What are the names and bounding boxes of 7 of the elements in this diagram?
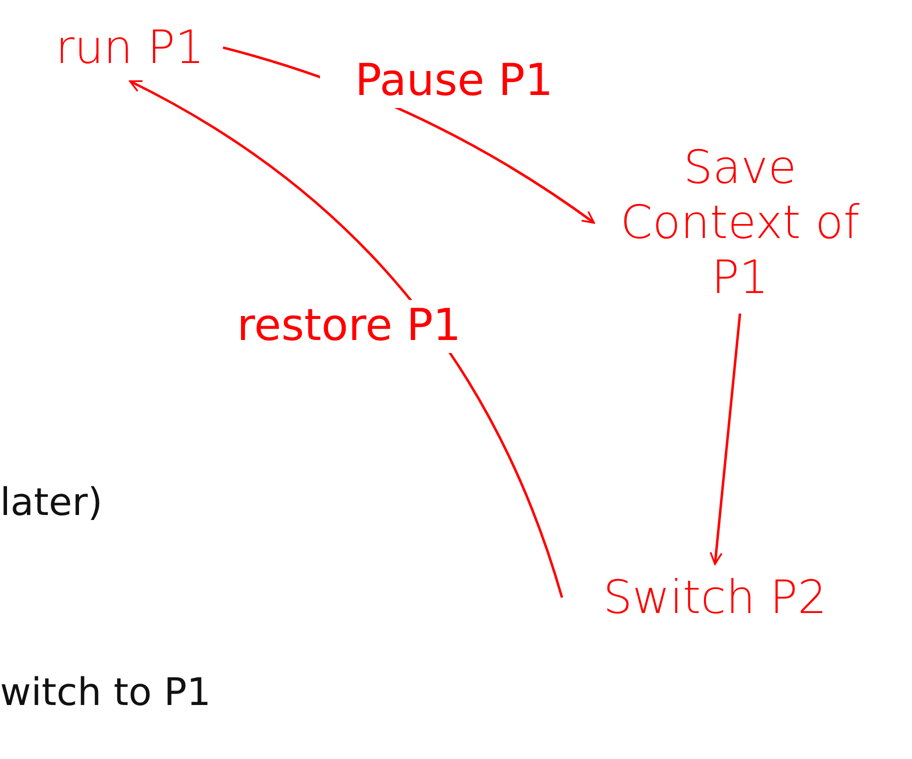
arrow <box>129 80 564 598</box>
arrow <box>710 313 742 565</box>
slide-text: later) <box>0 480 103 524</box>
handwritten-label: Switch P2 <box>570 570 860 626</box>
handwritten-label: run P1 <box>45 20 215 76</box>
slide-text: witch to P1 <box>0 670 211 714</box>
handwritten-label: Save Context of P1 <box>600 140 880 306</box>
